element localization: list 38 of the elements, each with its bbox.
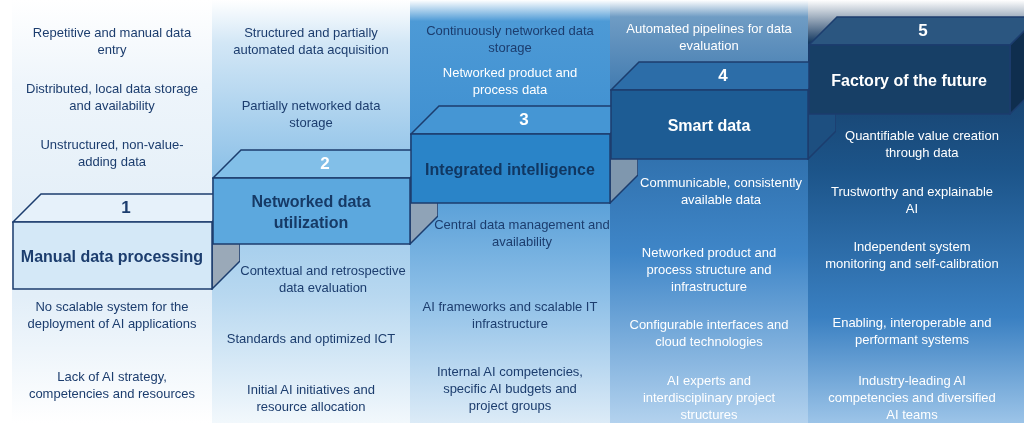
feature-text: Contextual and retrospective data evaluation (239, 262, 407, 296)
feature-text: Repetitive and manual data entry (31, 24, 193, 58)
feature-text: Communicable, consistently available data (639, 174, 803, 208)
feature-text: Standards and optimized ICT (225, 330, 397, 347)
feature-text: Automated pipelines for data evaluation (625, 20, 793, 54)
step-title: Manual data processing (19, 246, 205, 267)
feature-text: Structured and partially automated data acquisition (232, 24, 390, 58)
step-title: Integrated intelligence (424, 159, 596, 180)
feature-text: AI frameworks and scalable IT infrastructure (422, 298, 598, 332)
feature-text: Industry-leading AI competencies and diversified AI teams (827, 372, 997, 423)
feature-text: Independent system monitoring and self-calibration (824, 238, 1000, 272)
feature-text: Partially networked data storage (240, 97, 382, 131)
step-title: Factory of the future (830, 70, 988, 91)
feature-text: Continuously networked data storage (425, 22, 595, 56)
feature-text: Central data management and availability (434, 216, 610, 250)
step-number: 4 (717, 65, 729, 87)
feature-text: Initial AI initiatives and resource allocation (246, 381, 376, 415)
step-block (410, 105, 638, 204)
feature-text: Lack of AI strategy, competencies and resources (27, 368, 197, 402)
feature-text: Trustworthy and explainable AI (829, 183, 995, 217)
feature-text: AI experts and interdisciplinary project structures (641, 372, 777, 423)
feature-text: No scalable system for the deployment of AI applications (26, 298, 198, 332)
step-number: 1 (120, 197, 132, 219)
feature-text: Quantifiable value creation through data (844, 127, 1000, 161)
feature-text: Networked product and process data (441, 64, 579, 98)
feature-text: Enabling, interoperable and performant systems (831, 314, 993, 348)
step-number: 2 (319, 153, 331, 175)
step-title: Smart data (666, 115, 752, 136)
feature-text: Networked product and process structure and infrastructure (640, 244, 778, 295)
feature-text: Distributed, local data storage and availability (25, 80, 199, 114)
step-title: Networked data utilization (250, 191, 372, 233)
step-block (808, 16, 1024, 115)
step-number: 5 (917, 20, 929, 42)
feature-text: Internal AI competencies, specific AI budgets and project groups (436, 363, 584, 414)
step-block (12, 193, 240, 290)
feature-text: Unstructured, non-value-adding data (39, 136, 185, 170)
step-number: 3 (518, 109, 530, 131)
feature-text: Configurable interfaces and cloud technologies (628, 316, 790, 350)
